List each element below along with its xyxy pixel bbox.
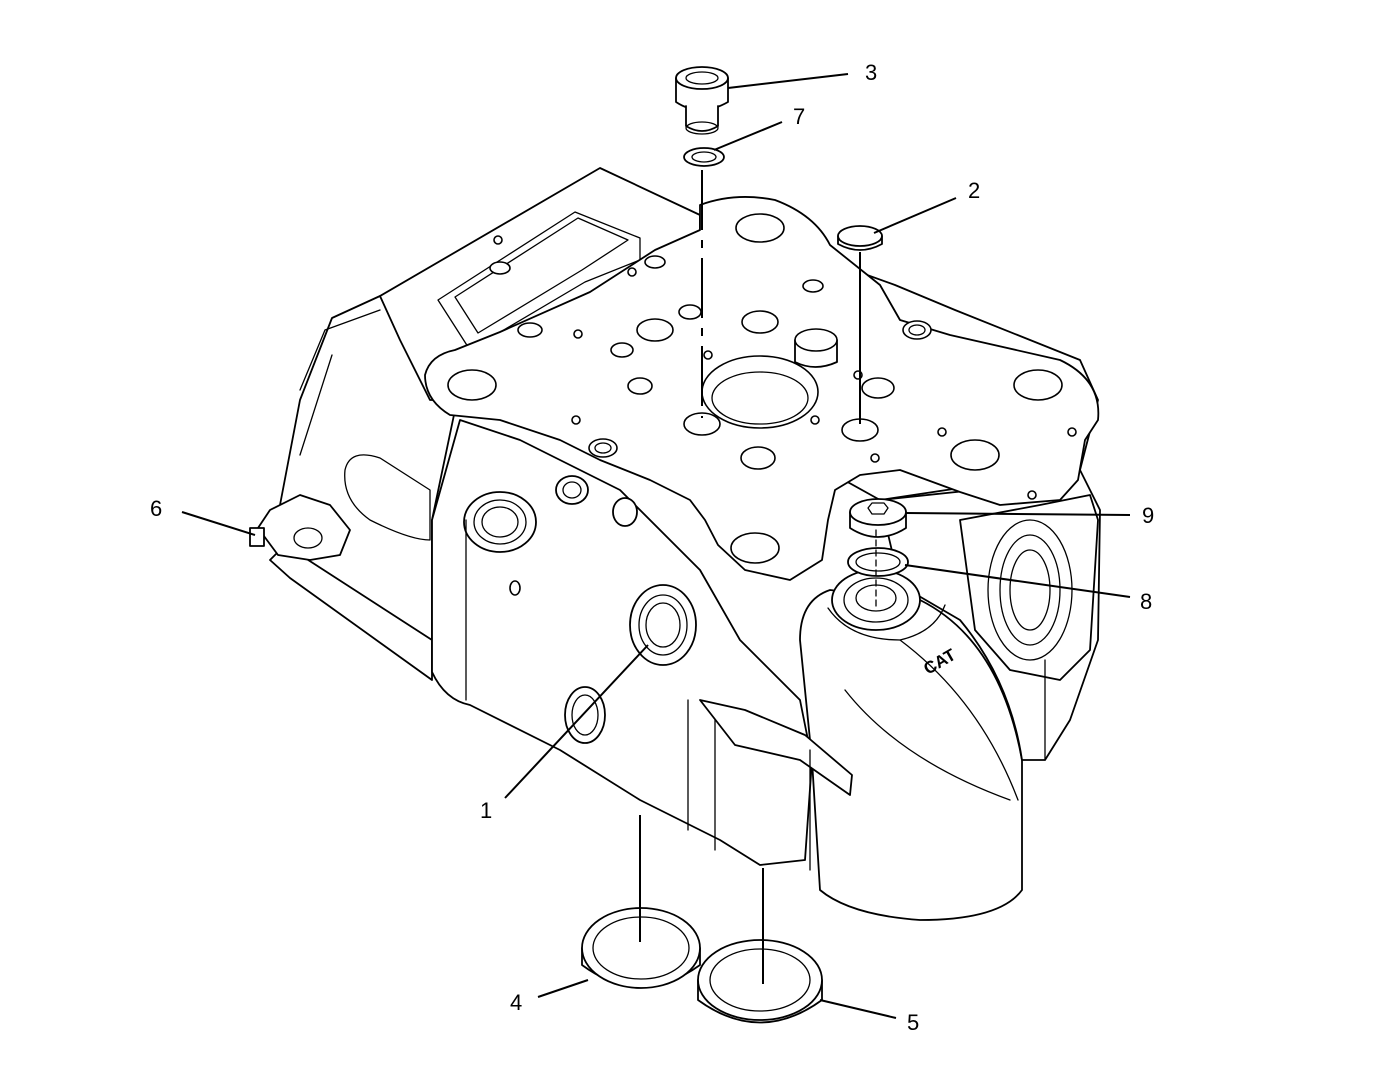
callout-2: 2	[968, 178, 980, 203]
callout-9: 9	[1142, 503, 1154, 528]
cylinder-head-body: CAT	[249, 167, 1101, 921]
part-8-oring	[847, 547, 909, 577]
part-3-plug	[675, 66, 729, 135]
left-fitting	[249, 494, 351, 561]
callout-5: 5	[907, 1010, 919, 1035]
callout-4: 4	[510, 990, 522, 1015]
callout-labels: 3 7 2 9 8 1 6 4 5	[150, 60, 1154, 1035]
deck-boss	[794, 328, 838, 368]
part-2-cup-plug	[837, 225, 883, 251]
part-9-plug	[849, 498, 907, 538]
assembly-lines	[639, 170, 877, 984]
part-4-seat-insert	[581, 907, 701, 989]
part-7-oring	[683, 147, 725, 167]
part-5-seat-insert	[697, 939, 823, 1024]
callout-1: 1	[480, 798, 492, 823]
front-port-small	[509, 475, 638, 744]
callout-3: 3	[865, 60, 877, 85]
callout-8: 8	[1140, 589, 1152, 614]
front-port-left	[463, 491, 537, 553]
right-flange	[959, 494, 1099, 681]
front-port-center	[629, 584, 697, 666]
callout-6: 6	[150, 496, 162, 521]
callout-7: 7	[793, 104, 805, 129]
leader-lines	[181, 73, 1131, 1019]
deck-holes	[447, 213, 1077, 564]
